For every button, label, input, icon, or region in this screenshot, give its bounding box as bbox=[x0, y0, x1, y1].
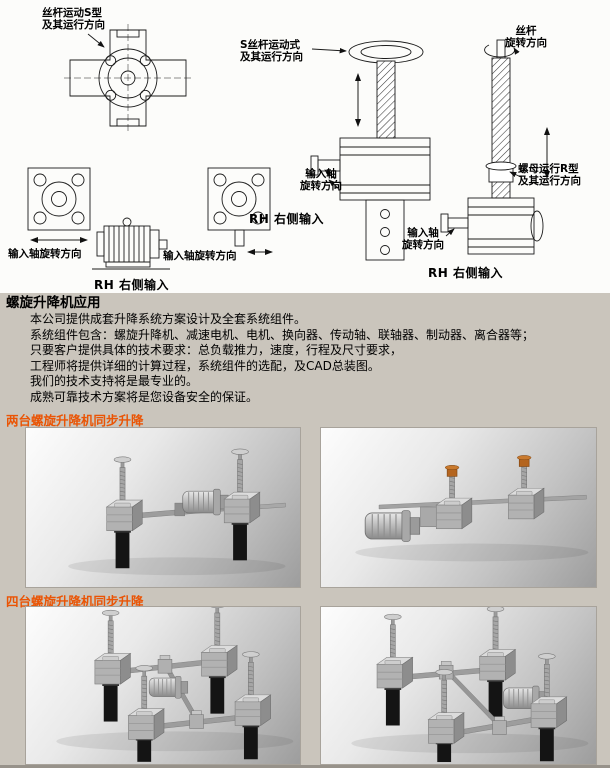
technical-diagram-panel: 丝杆运动S型 及其运行方向 S丝杆运动式 及其运行方向 丝杆 旋转方向 螺母运行… bbox=[0, 0, 610, 293]
technical-drawings bbox=[27, 24, 550, 270]
r-type-jack-drawing bbox=[440, 39, 544, 255]
motor-drawing bbox=[92, 217, 170, 270]
label-input-shaft-rotation-mid: 输入轴 旋转方向 bbox=[300, 168, 342, 192]
worm-gearbox-top-view bbox=[64, 24, 192, 132]
flange-plate-views bbox=[27, 167, 271, 247]
label-screw-motion-s-type: 丝杆运动S型 及其运行方向 bbox=[42, 7, 105, 31]
paragraph: 工程师将提供详细的计算过程，系统组件的选配，及CAD总装图。 bbox=[30, 358, 380, 373]
product-image-four-jacks-1 bbox=[25, 606, 301, 765]
product-image-two-jacks-2 bbox=[320, 427, 597, 588]
two-jacks-render-2 bbox=[355, 455, 589, 562]
paragraph: 系统组件包含：螺旋升降机、减速电机、电机、换向器、传动轴、联轴器、制动器、离合器… bbox=[30, 327, 535, 342]
paragraph: 我们的技术支持将是最专业的。 bbox=[30, 374, 199, 388]
label-input-shaft-rotation-bottom-2: 输入轴旋转方向 bbox=[163, 250, 237, 262]
label-rh-right-input-1: RH 右侧输入 bbox=[94, 278, 169, 292]
section-title-two-jacks: 两台螺旋升降机同步升降 bbox=[6, 413, 144, 428]
label-nut-travel-r-type: 螺母运行R型 及其运行方向 bbox=[518, 163, 581, 187]
two-jacks-render-1 bbox=[68, 448, 286, 576]
page-title: 螺旋升降机应用 bbox=[6, 295, 101, 311]
application-text-section: 螺旋升降机应用 本公司提供成套升降系统方案设计及全套系统组件。 系统组件包含：螺… bbox=[0, 295, 610, 405]
label-screw-rotation-direction: 丝杆 旋转方向 bbox=[505, 25, 547, 49]
label-input-shaft-rotation-bottom-1: 输入轴旋转方向 bbox=[8, 248, 82, 260]
label-input-shaft-rotation-right: 输入轴 旋转方向 bbox=[402, 227, 444, 251]
label-s-screw-motion: S丝杆运动式 及其运行方向 bbox=[240, 39, 303, 63]
product-image-two-jacks-1 bbox=[25, 427, 301, 588]
four-jacks-render-2 bbox=[351, 607, 589, 763]
section-title-four-jacks: 四台螺旋升降机同步升降 bbox=[6, 594, 144, 609]
four-jacks-render-1 bbox=[56, 607, 294, 762]
paragraph: 只要客户提供具体的技术要求：总负载推力，速度，行程及尺寸要求， bbox=[30, 343, 403, 357]
product-image-four-jacks-2 bbox=[320, 606, 597, 765]
page-bottom-border bbox=[0, 765, 610, 768]
paragraph: 本公司提供成套升降系统方案设计及全套系统组件。 bbox=[30, 312, 307, 326]
label-rh-right-input-3: RH 右侧输入 bbox=[428, 266, 503, 280]
s-type-jack-drawing bbox=[310, 40, 431, 261]
label-rh-right-input-2: RH 右侧输入 bbox=[249, 212, 324, 226]
paragraph: 成熟可靠技术方案将是您设备安全的保证。 bbox=[30, 389, 259, 404]
